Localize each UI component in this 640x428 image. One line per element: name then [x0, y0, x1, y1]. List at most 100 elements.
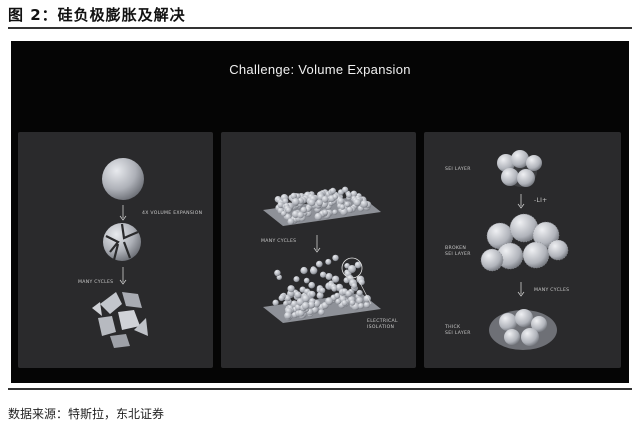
electrode-particle	[341, 300, 348, 306]
electrode-particle	[353, 198, 361, 207]
electrode-particle	[319, 287, 326, 294]
electrode-particle	[345, 290, 352, 298]
label-many-cycles: MANY CYCLES	[78, 280, 114, 285]
electrode-particle	[297, 309, 305, 317]
intact-particle	[102, 158, 144, 200]
electrode-particle	[342, 186, 349, 193]
electrode-particle	[356, 297, 364, 304]
isolation-highlight-circle	[341, 257, 363, 279]
electrode-particle	[334, 292, 341, 299]
electrode-particle	[287, 218, 295, 225]
electrode-particle	[295, 193, 301, 199]
electrode-particle	[332, 194, 338, 200]
electrode-particle	[314, 212, 322, 221]
electrode-particle	[320, 271, 327, 278]
bottom-divider	[8, 388, 632, 390]
electrode-particle	[337, 197, 345, 205]
electrode-particle	[294, 291, 302, 299]
electrode-particle	[318, 309, 325, 316]
panel-sei-layer: SEI LAYER -Li+ BROKEN SEI LAYER MANY CYC…	[424, 132, 621, 368]
electrode-particle	[282, 198, 289, 205]
label-thick: THICK	[445, 325, 461, 330]
electrode-particle	[301, 302, 310, 310]
electrode-particle	[350, 190, 358, 197]
label-sei-layer: SEI LAYER	[445, 167, 471, 172]
electrode-particle	[303, 277, 310, 284]
figure-title: 图 2：硅负极膨胀及解决	[8, 6, 186, 24]
arrow-down-icon	[313, 235, 321, 253]
electrode-particle	[339, 204, 346, 210]
label-broken-sei: SEI LAYER	[445, 252, 471, 257]
electrode-particle	[316, 292, 324, 299]
top-divider	[8, 27, 632, 29]
panel1-illustration	[92, 158, 148, 348]
electrode-particle	[325, 297, 333, 306]
arrow-down-icon	[517, 194, 525, 209]
label-isolation: ISOLATION	[367, 325, 395, 330]
electrode-particle	[272, 299, 279, 306]
electrode-particle	[310, 267, 318, 275]
panel-single-particle: 4X VOLUME EXPANSION MANY CYCLES	[18, 132, 213, 368]
electrode-particle	[346, 192, 352, 198]
electrode-particle	[316, 260, 323, 268]
electrode-particle	[360, 200, 369, 208]
electrode-particle	[291, 198, 300, 206]
electrode-particle	[297, 211, 304, 219]
electrode-particle	[307, 301, 316, 309]
arrow-down-icon	[517, 282, 525, 297]
cracked-particle	[103, 223, 141, 261]
label-lithium-ion: -Li+	[534, 197, 548, 204]
electrode-particle	[284, 295, 291, 302]
electrode-particle	[332, 275, 340, 283]
isolation-pointer-line	[356, 276, 372, 305]
electrode-particle	[351, 282, 358, 289]
label-thick-sei: SEI LAYER	[445, 331, 471, 336]
electrode-particle	[332, 209, 338, 215]
electrode-particle	[349, 300, 356, 306]
panel3-illustration	[480, 150, 569, 350]
panel-electrode: MANY CYCLES ELECTRICAL ISOLATION	[221, 132, 416, 368]
electrode-particle	[278, 295, 285, 302]
electrode-particle	[340, 208, 348, 216]
electrode-particle	[325, 258, 332, 265]
electrode-particle	[363, 301, 370, 308]
electrode-particle	[300, 266, 308, 275]
electrode-particle	[285, 207, 292, 214]
label-broken: BROKEN	[445, 246, 467, 251]
electrode-particle	[300, 206, 307, 214]
electrode-particle	[331, 285, 338, 292]
electrode-particle	[290, 192, 297, 200]
arrow-down-icon	[119, 205, 127, 221]
electrode-particle	[293, 276, 300, 283]
pulverized-particle	[92, 292, 148, 348]
electrode-particle	[356, 289, 363, 297]
electrode-particle	[281, 210, 287, 217]
electrode-particle	[283, 300, 289, 307]
electrode-particle	[329, 187, 336, 194]
label-many-cycles-sei: MANY CYCLES	[534, 288, 570, 293]
label-electrical: ELECTRICAL	[367, 319, 398, 324]
panel2-illustration	[263, 186, 381, 323]
electrode-particle	[284, 312, 292, 320]
electrode-particle	[346, 206, 353, 213]
electrode-particle	[354, 261, 362, 269]
arrow-down-icon	[119, 267, 127, 285]
electrode-particle	[295, 304, 302, 311]
electrode-particle	[358, 303, 364, 309]
electrode-particle	[344, 201, 351, 208]
electrode-particle	[332, 254, 339, 262]
electrode-particle	[287, 285, 295, 293]
thick-sei-cluster	[489, 309, 557, 350]
electrode-particle	[302, 294, 310, 303]
electrode-particle	[274, 269, 281, 277]
electrode-particle	[335, 298, 342, 305]
electrode-particle	[322, 209, 328, 216]
electrode-particle	[308, 199, 316, 207]
electrode-particle	[309, 290, 316, 298]
electrode-particle	[277, 201, 284, 209]
sei-cluster	[497, 150, 542, 187]
electrode-particle	[316, 199, 323, 207]
slide-stage: Challenge: Volume Expansion	[11, 41, 629, 383]
slide-title: Challenge: Volume Expansion	[229, 62, 411, 77]
label-many-cycles-electrode: MANY CYCLES	[261, 239, 297, 244]
